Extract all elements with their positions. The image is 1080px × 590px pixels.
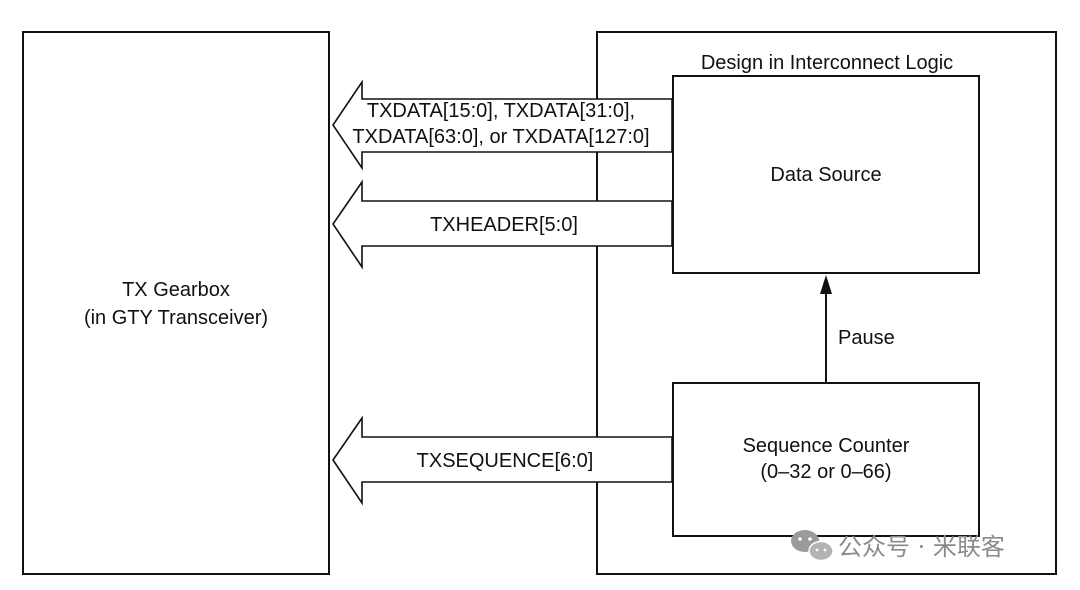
txdata-label-line2: TXDATA[63:0], or TXDATA[127:0] [352, 126, 649, 148]
pause-label: Pause [838, 327, 895, 349]
sequence-counter-label-line2: (0–32 or 0–66) [760, 461, 891, 483]
pause-arrowhead [820, 275, 832, 294]
txdata-bus-arrow [332, 79, 673, 171]
data-source-label: Data Source [770, 164, 881, 186]
tx-gearbox-block [22, 31, 330, 575]
tx-gearbox-label-line1: TX Gearbox [122, 279, 230, 301]
interconnect-logic-title: Design in Interconnect Logic [701, 52, 953, 74]
txdata-label-line1: TXDATA[15:0], TXDATA[31:0], [367, 100, 635, 122]
sequence-counter-block [672, 382, 980, 537]
txsequence-bus-arrow [332, 415, 673, 506]
watermark-text: 公众号 · 米联客 [838, 533, 1005, 561]
wechat-icon [791, 530, 834, 562]
txsequence-label: TXSEQUENCE[6:0] [417, 450, 594, 472]
txheader-bus-arrow [332, 179, 673, 270]
sequence-counter-label-line1: Sequence Counter [743, 435, 910, 457]
txheader-label: TXHEADER[5:0] [430, 214, 578, 236]
data-source-block [672, 75, 980, 274]
tx-gearbox-label-line2: (in GTY Transceiver) [84, 307, 268, 329]
